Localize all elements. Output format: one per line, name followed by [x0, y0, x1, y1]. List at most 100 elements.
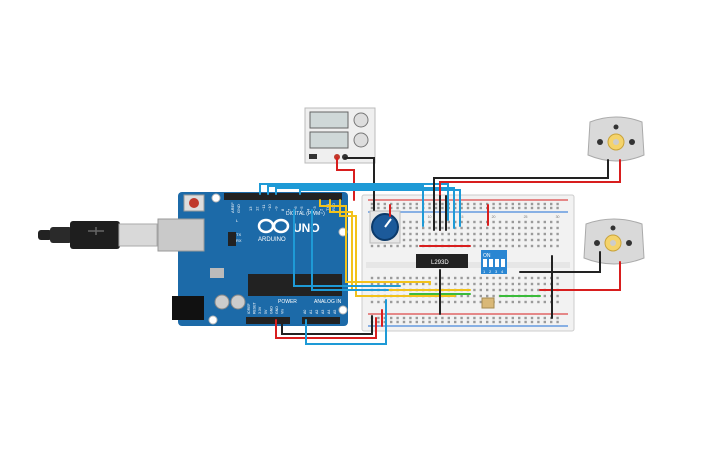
breadboard-hole[interactable]	[543, 238, 546, 242]
breadboard-hole[interactable]	[543, 244, 546, 248]
breadboard-hole[interactable]	[434, 232, 438, 236]
breadboard-hole[interactable]	[422, 320, 425, 324]
breadboard-hole[interactable]	[556, 320, 559, 324]
breadboard-hole[interactable]	[422, 282, 425, 286]
breadboard-hole[interactable]	[524, 316, 527, 320]
breadboard-hole[interactable]	[492, 316, 495, 320]
breadboard-hole[interactable]	[530, 288, 534, 292]
breadboard-hole[interactable]	[447, 300, 450, 304]
breadboard-hole[interactable]	[511, 244, 514, 248]
breadboard-hole[interactable]	[441, 282, 444, 286]
breadboard-hole[interactable]	[441, 300, 444, 304]
breadboard-hole[interactable]	[511, 202, 514, 206]
breadboard-hole[interactable]	[537, 232, 540, 236]
breadboard-hole[interactable]	[473, 276, 476, 280]
breadboard-hole[interactable]	[505, 282, 508, 286]
breadboard-hole[interactable]	[505, 202, 508, 206]
supply-knob-top[interactable]	[353, 112, 369, 128]
breadboard-hole[interactable]	[537, 206, 540, 210]
breadboard-hole[interactable]	[447, 276, 450, 280]
breadboard-hole[interactable]	[402, 300, 406, 304]
breadboard-hole[interactable]	[473, 244, 476, 248]
breadboard-hole[interactable]	[390, 316, 393, 320]
breadboard-hole[interactable]	[530, 320, 534, 324]
breadboard-hole[interactable]	[550, 244, 553, 248]
breadboard-hole[interactable]	[402, 276, 406, 280]
breadboard-hole[interactable]	[486, 294, 489, 298]
breadboard-hole[interactable]	[524, 238, 527, 242]
breadboard-hole[interactable]	[492, 206, 495, 210]
breadboard-hole[interactable]	[492, 244, 495, 248]
breadboard-hole[interactable]	[550, 226, 553, 230]
breadboard-hole[interactable]	[466, 206, 470, 210]
breadboard-hole[interactable]	[498, 238, 502, 242]
breadboard-hole[interactable]	[473, 206, 476, 210]
breadboard-hole[interactable]	[409, 202, 412, 206]
breadboard-hole[interactable]	[460, 238, 463, 242]
breadboard-hole[interactable]	[479, 288, 482, 292]
breadboard-hole[interactable]	[422, 232, 425, 236]
breadboard-hole[interactable]	[518, 244, 521, 248]
breadboard-hole[interactable]	[486, 202, 489, 206]
breadboard-hole[interactable]	[441, 202, 444, 206]
breadboard-hole[interactable]	[473, 238, 476, 242]
breadboard-hole[interactable]	[441, 276, 444, 280]
breadboard-hole[interactable]	[415, 220, 418, 224]
breadboard-hole[interactable]	[537, 244, 540, 248]
usb-cable[interactable]	[38, 221, 158, 249]
breadboard-hole[interactable]	[377, 202, 380, 206]
breadboard-hole[interactable]	[505, 238, 508, 242]
breadboard-hole[interactable]	[505, 276, 508, 280]
breadboard-hole[interactable]	[402, 316, 406, 320]
breadboard-hole[interactable]	[454, 202, 457, 206]
breadboard-hole[interactable]	[409, 276, 412, 280]
breadboard-hole[interactable]	[543, 316, 546, 320]
breadboard-hole[interactable]	[428, 220, 431, 224]
breadboard-hole[interactable]	[524, 320, 527, 324]
breadboard-hole[interactable]	[454, 316, 457, 320]
breadboard-hole[interactable]	[511, 316, 514, 320]
power-supply[interactable]	[304, 107, 376, 164]
breadboard-hole[interactable]	[447, 238, 450, 242]
breadboard-hole[interactable]	[486, 288, 489, 292]
breadboard-hole[interactable]	[486, 226, 489, 230]
breadboard-hole[interactable]	[492, 320, 495, 324]
breadboard-hole[interactable]	[422, 238, 425, 242]
breadboard-hole[interactable]	[434, 202, 438, 206]
breadboard-hole[interactable]	[530, 220, 534, 224]
breadboard-hole[interactable]	[524, 232, 527, 236]
breadboard-hole[interactable]	[422, 226, 425, 230]
breadboard-hole[interactable]	[460, 320, 463, 324]
breadboard-hole[interactable]	[550, 206, 553, 210]
breadboard-hole[interactable]	[492, 238, 495, 242]
breadboard-hole[interactable]	[441, 220, 444, 224]
breadboard-hole[interactable]	[447, 226, 450, 230]
breadboard-hole[interactable]	[498, 320, 502, 324]
arduino-board[interactable]: ARDUINO UNO DIGITAL (PWM~) POWER ANALOG …	[157, 192, 348, 326]
breadboard-hole[interactable]	[377, 282, 380, 286]
breadboard-hole[interactable]	[428, 238, 431, 242]
breadboard-hole[interactable]	[498, 300, 502, 304]
breadboard-hole[interactable]	[447, 232, 450, 236]
breadboard-hole[interactable]	[434, 238, 438, 242]
breadboard-hole[interactable]	[511, 220, 514, 224]
breadboard-hole[interactable]	[556, 282, 559, 286]
breadboard-hole[interactable]	[530, 316, 534, 320]
breadboard-hole[interactable]	[466, 282, 470, 286]
breadboard-hole[interactable]	[556, 294, 559, 298]
breadboard-hole[interactable]	[466, 300, 470, 304]
breadboard-hole[interactable]	[556, 300, 559, 304]
breadboard-hole[interactable]	[518, 320, 521, 324]
breadboard-hole[interactable]	[473, 300, 476, 304]
breadboard-hole[interactable]	[498, 276, 502, 280]
breadboard-hole[interactable]	[460, 202, 463, 206]
breadboard-hole[interactable]	[377, 276, 380, 280]
breadboard-hole[interactable]	[396, 300, 399, 304]
breadboard-hole[interactable]	[511, 288, 514, 292]
breadboard-hole[interactable]	[428, 300, 431, 304]
breadboard-hole[interactable]	[383, 276, 386, 280]
breadboard-hole[interactable]	[486, 276, 489, 280]
breadboard-hole[interactable]	[434, 206, 438, 210]
breadboard-hole[interactable]	[479, 282, 482, 286]
breadboard-hole[interactable]	[505, 232, 508, 236]
